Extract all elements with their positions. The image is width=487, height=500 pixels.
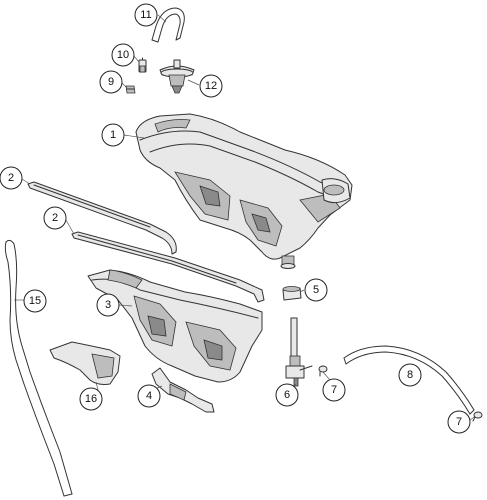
- callout-15: 15: [23, 289, 47, 313]
- callout-7-upper: 7: [322, 378, 346, 402]
- part-9-clip: [125, 85, 136, 94]
- part-15-drain-hose: [4, 239, 73, 497]
- part-2-rubber-strip-upper: [27, 181, 177, 255]
- part-1-fuel-tank: [135, 113, 353, 269]
- part-7-clamp-lower: [472, 411, 483, 422]
- part-3-fuel-tank-left: [87, 269, 263, 383]
- callout-1: 1: [101, 123, 125, 147]
- callout-9-label: 9: [108, 76, 114, 88]
- part-11-vent-hose: [151, 7, 185, 43]
- callout-8: 8: [398, 363, 422, 387]
- callout-7-lower: 7: [447, 410, 471, 434]
- callout-2-upper-label: 2: [8, 172, 14, 184]
- part-5-ring: [282, 286, 302, 301]
- callout-11: 11: [134, 3, 158, 27]
- callout-2-lower: 2: [43, 206, 67, 230]
- callout-12-label: 12: [205, 80, 217, 92]
- callout-16: 16: [79, 387, 103, 411]
- callout-3: 3: [96, 293, 120, 317]
- part-10-valve: [138, 57, 147, 73]
- callout-10: 10: [111, 43, 135, 67]
- callout-3-label: 3: [105, 299, 111, 311]
- callout-5: 5: [304, 278, 328, 302]
- part-2-rubber-strip-lower: [71, 231, 265, 303]
- callout-8-label: 8: [407, 369, 413, 381]
- callout-5-label: 5: [313, 284, 319, 296]
- part-6-fuel-tap: [285, 317, 313, 387]
- callout-4: 4: [137, 384, 161, 408]
- part-7-clamp-upper: [318, 365, 328, 377]
- callout-9: 9: [99, 70, 123, 94]
- callout-4-label: 4: [146, 390, 152, 402]
- callout-12: 12: [199, 74, 223, 98]
- part-8-fuel-hose: [343, 345, 475, 415]
- callout-1-label: 1: [110, 129, 116, 141]
- callout-7-lower-label: 7: [456, 416, 462, 428]
- callout-7-upper-label: 7: [331, 384, 337, 396]
- callout-6-label: 6: [284, 389, 290, 401]
- callout-10-label: 10: [117, 49, 129, 61]
- callout-11-label: 11: [140, 9, 151, 21]
- part-16-pad: [49, 341, 121, 385]
- callout-6: 6: [275, 383, 299, 407]
- callout-2-lower-label: 2: [52, 212, 58, 224]
- part-4-bracket: [151, 367, 215, 413]
- callout-2-upper: 2: [0, 166, 23, 190]
- callout-15-label: 15: [29, 295, 41, 307]
- callout-16-label: 16: [85, 393, 97, 405]
- part-12-fuel-cap: [159, 59, 195, 94]
